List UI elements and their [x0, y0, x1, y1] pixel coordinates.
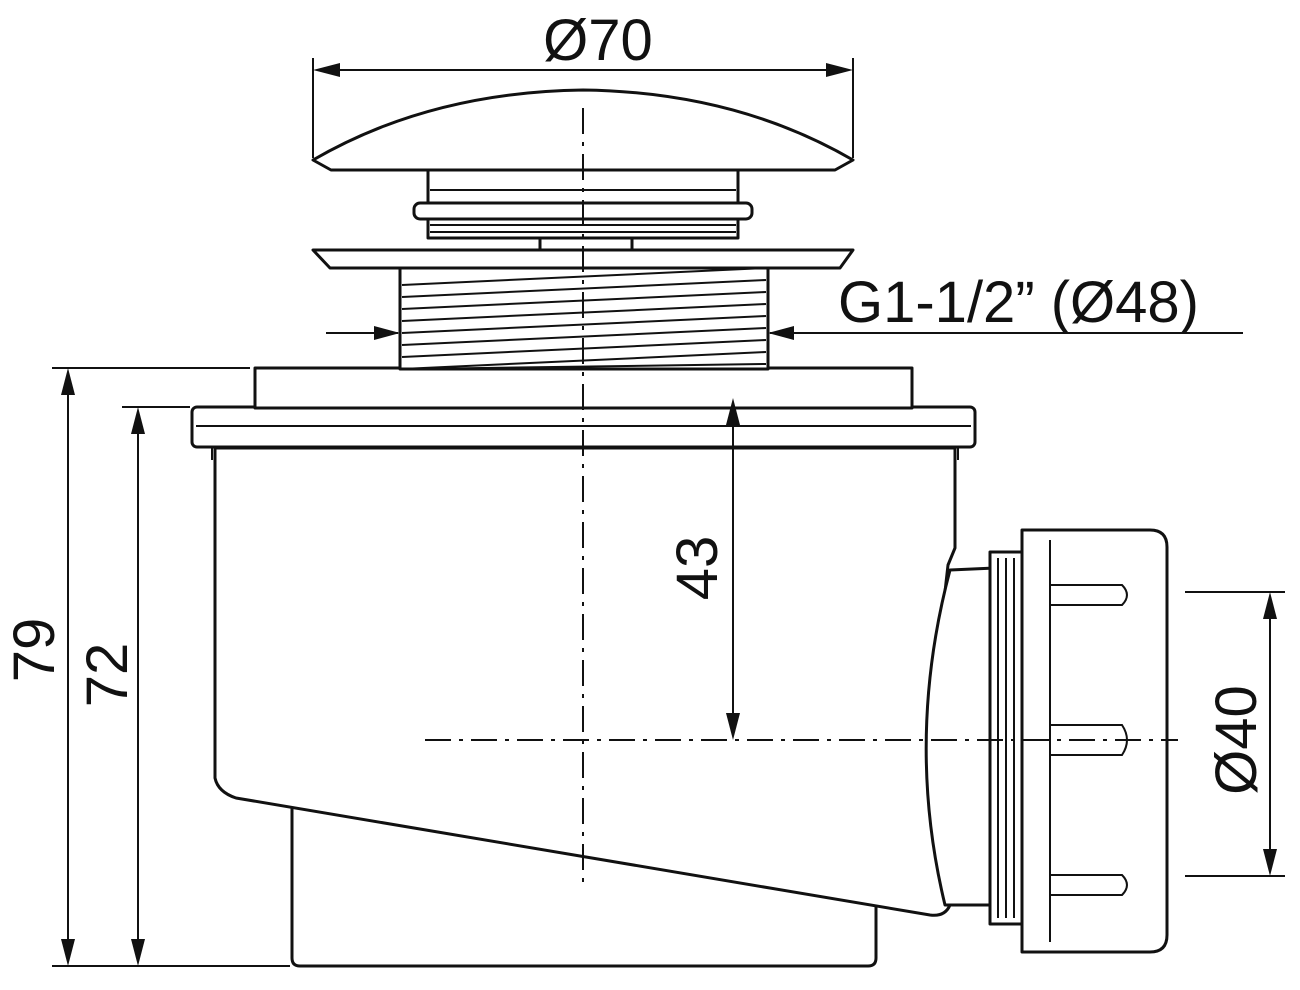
dimension-body-height: 72	[75, 406, 190, 966]
bottom-pot	[290, 798, 878, 968]
outlet-thread-lines	[997, 558, 1015, 918]
thread-spec-label: G1-1/2” (Ø48)	[838, 270, 1199, 335]
body-height-label: 72	[75, 643, 140, 708]
outlet-elbow	[924, 566, 997, 907]
cap-diameter-label: Ø70	[543, 8, 653, 73]
total-height-label: 79	[2, 618, 67, 683]
dimension-outlet-diameter: Ø40	[1185, 591, 1285, 877]
dimension-outlet-depth: 43	[665, 398, 740, 740]
dimension-thread: G1-1/2” (Ø48)	[326, 270, 1243, 340]
outlet-depth-label: 43	[665, 536, 730, 601]
dimension-cap-diameter: Ø70	[312, 8, 854, 158]
outlet-diameter-label: Ø40	[1204, 685, 1269, 795]
dimension-total-height: 79	[2, 367, 290, 967]
center-lines	[425, 108, 1178, 890]
